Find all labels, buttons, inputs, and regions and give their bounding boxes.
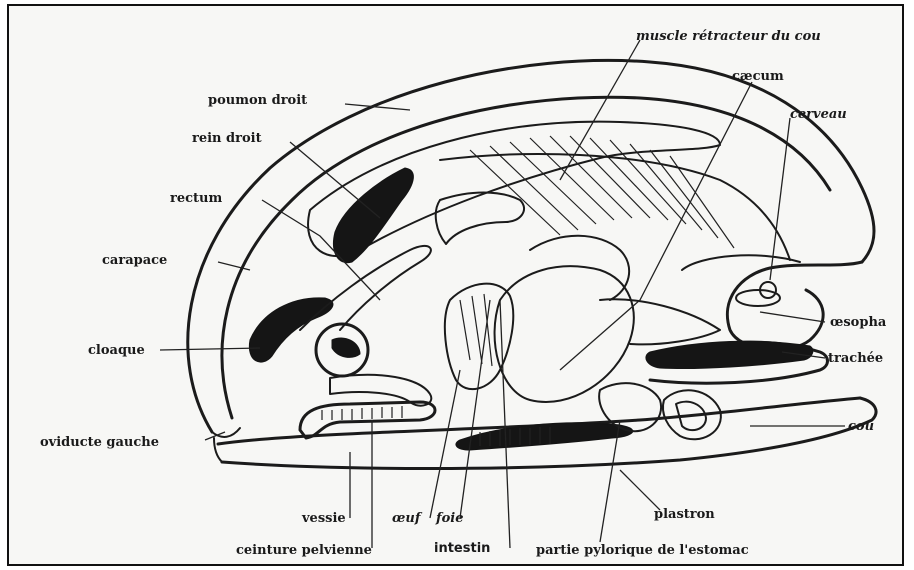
label-muscle-retracteur: muscle rétracteur du cou <box>636 29 821 44</box>
central-organs <box>436 193 720 402</box>
label-oesophage: œsopha <box>830 315 887 330</box>
cloaca-dark <box>249 298 333 362</box>
label-oviducte-gauche: oviducte gauche <box>40 435 159 450</box>
label-caecum: cæcum <box>732 69 784 84</box>
trachea-dark <box>646 341 813 368</box>
label-cerveau: cerveau <box>790 107 847 122</box>
rectum-tube <box>300 246 431 330</box>
label-cloaque: cloaque <box>88 343 145 358</box>
oviduct <box>300 375 435 438</box>
label-rein-droit: rein droit <box>192 131 262 146</box>
label-plastron: plastron <box>654 507 715 522</box>
label-foie: foie <box>435 511 463 526</box>
label-trachee: trachée <box>828 351 883 366</box>
label-partie-pylorique: partie pylorique de l'estomac <box>536 543 749 558</box>
leader-lines <box>160 40 845 548</box>
label-vessie: vessie <box>301 511 346 526</box>
label-oeuf: œuf <box>392 511 423 526</box>
label-cou: cou <box>848 419 874 434</box>
label-ceinture-pelvienne: ceinture pelvienne <box>236 543 372 558</box>
bladder <box>316 324 368 376</box>
label-rectum: rectum <box>170 191 222 206</box>
label-intestin: intestin <box>434 541 490 556</box>
label-poumon-droit: poumon droit <box>208 93 307 108</box>
label-carapace: carapace <box>102 253 167 268</box>
kidney <box>334 168 414 263</box>
